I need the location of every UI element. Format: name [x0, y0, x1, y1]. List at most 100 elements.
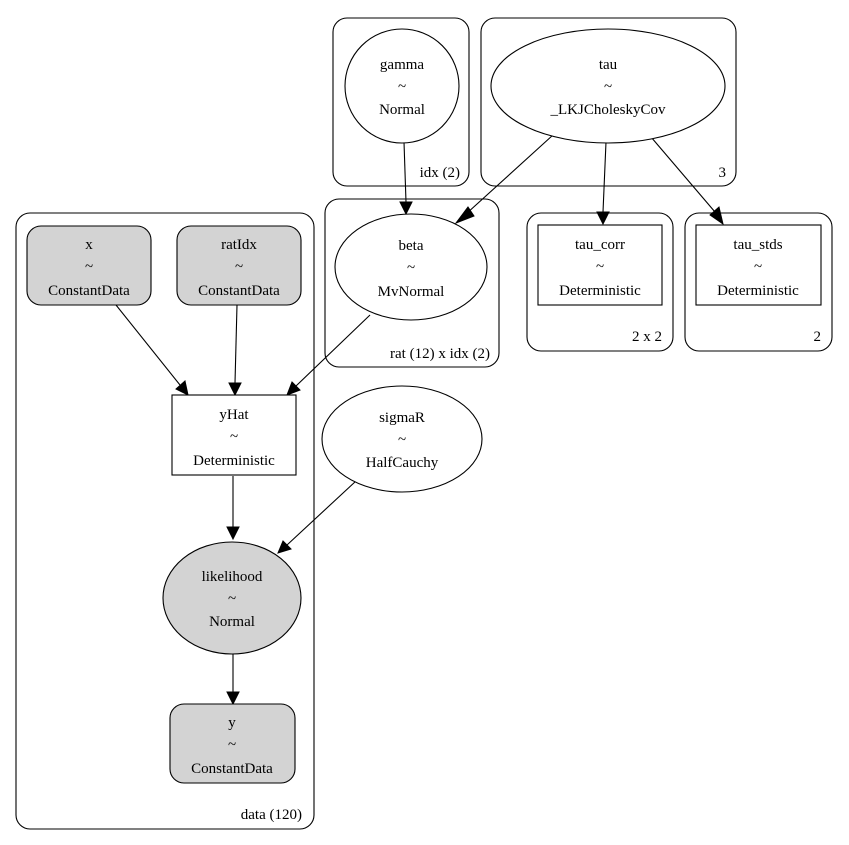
node-tau-dist: _LKJCholeskyCov [549, 102, 666, 118]
node-x-name: x [85, 237, 93, 253]
node-x-tilde: ~ [85, 259, 93, 275]
edge-x-yhat-arrowhead [175, 380, 189, 396]
node-sigmar-tilde: ~ [398, 432, 406, 448]
edge-tau-tau-corr-arrowhead [596, 211, 610, 226]
node-sigmar-dist: HalfCauchy [366, 455, 439, 471]
node-tau-stds-tilde: ~ [754, 259, 762, 275]
edge-sigmar-likelihood-line [286, 480, 357, 546]
node-tau-shape [490, 28, 726, 144]
edge-x-yhat [115, 304, 189, 396]
plate-data-border [15, 212, 315, 830]
node-sigmar-name: sigmaR [379, 410, 425, 426]
plate-idx: idx (2) [332, 17, 470, 187]
edge-gamma-beta [399, 141, 413, 216]
node-gamma-name: gamma [380, 57, 424, 73]
plate-tau-corr-label: 2 x 2 [632, 329, 662, 345]
node-tau-corr-name: tau_corr [575, 237, 625, 253]
node-ratidx[interactable]: ratIdx ~ ConstantData [176, 225, 302, 306]
node-likelihood-name: likelihood [202, 569, 263, 585]
node-y-name: y [228, 715, 236, 731]
node-x-shape [26, 225, 152, 306]
node-tau-corr-tilde: ~ [596, 259, 604, 275]
node-y-dist: ConstantData [191, 761, 273, 777]
plate-tau-stds-border [684, 212, 833, 352]
node-tau-stds-name: tau_stds [733, 237, 782, 253]
node-y-tilde: ~ [228, 737, 236, 753]
node-x-dist: ConstantData [48, 283, 130, 299]
plate-idx-border [332, 17, 470, 187]
edge-tau-beta-arrowhead [454, 206, 475, 225]
node-tau-stds[interactable]: tau_stds ~ Deterministic [695, 224, 822, 306]
plate-data: data (120) [15, 212, 315, 830]
plate-data-label: data (120) [241, 807, 302, 823]
node-y[interactable]: y ~ ConstantData [169, 703, 296, 784]
node-ratidx-tilde: ~ [235, 259, 243, 275]
edges [115, 134, 724, 706]
plate-tau-stds: 2 [684, 212, 833, 352]
node-tau-corr-shape [537, 224, 663, 306]
edge-tau-beta [454, 134, 554, 225]
node-tau-corr-dist: Deterministic [559, 283, 641, 299]
node-beta-name: beta [399, 238, 424, 254]
node-beta[interactable]: beta ~ MvNormal [334, 213, 488, 321]
node-gamma-dist: Normal [379, 102, 425, 118]
node-yhat-shape [171, 394, 297, 476]
edge-gamma-beta-line [403, 141, 407, 203]
node-gamma[interactable]: gamma ~ Normal [344, 28, 460, 144]
node-tau-corr[interactable]: tau_corr ~ Deterministic [537, 224, 663, 306]
plate-tau: 3 [480, 17, 737, 187]
edge-tau-tau-stds-line [650, 136, 716, 213]
plate-tau-stds-label: 2 [814, 329, 822, 345]
edge-gamma-beta-arrowhead [399, 201, 413, 216]
node-beta-tilde: ~ [407, 260, 415, 276]
edge-likelihood-y-arrowhead [226, 691, 240, 706]
node-x[interactable]: x ~ ConstantData [26, 225, 152, 306]
node-tau[interactable]: tau ~ _LKJCholeskyCov [490, 28, 726, 144]
node-ratidx-dist: ConstantData [198, 283, 280, 299]
edge-tau-tau-stds-arrowhead [709, 206, 724, 226]
edge-yhat-likelihood-arrowhead [226, 526, 240, 541]
node-sigmar-shape [321, 385, 483, 493]
edge-tau-beta-line [465, 134, 554, 215]
plate-tau-label: 3 [719, 165, 727, 181]
node-yhat-name: yHat [219, 407, 249, 423]
node-sigmar[interactable]: sigmaR ~ HalfCauchy [321, 385, 483, 493]
edge-ratidx-yhat-arrowhead [228, 382, 242, 397]
edge-beta-yhat-arrowhead [286, 381, 301, 396]
node-beta-dist: MvNormal [378, 284, 445, 300]
node-tau-name: tau [599, 57, 618, 73]
node-beta-shape [334, 213, 488, 321]
node-ratidx-name: ratIdx [221, 237, 257, 253]
node-likelihood-tilde: ~ [228, 591, 236, 607]
edge-beta-yhat [286, 314, 371, 396]
node-likelihood-dist: Normal [209, 614, 255, 630]
node-tau-stds-shape [695, 224, 822, 306]
edge-beta-yhat-line [295, 314, 371, 387]
plate-rat-idx: rat (12) x idx (2) [324, 198, 500, 368]
node-likelihood[interactable]: likelihood ~ Normal [162, 541, 302, 655]
node-y-shape [169, 703, 296, 784]
edge-likelihood-y [226, 654, 240, 706]
node-yhat-tilde: ~ [230, 429, 238, 445]
node-yhat-dist: Deterministic [193, 453, 275, 469]
edge-tau-tau-stds [650, 136, 724, 226]
node-gamma-tilde: ~ [398, 79, 406, 95]
plate-rat-idx-border [324, 198, 500, 368]
plate-rat-idx-label: rat (12) x idx (2) [390, 346, 490, 362]
node-gamma-shape [344, 28, 460, 144]
edge-tau-tau-corr [596, 141, 610, 226]
edge-yhat-likelihood [226, 476, 240, 541]
node-yhat[interactable]: yHat ~ Deterministic [171, 394, 297, 476]
edge-x-yhat-line [115, 304, 181, 386]
plate-idx-label: idx (2) [420, 165, 460, 181]
node-ratidx-shape [176, 225, 302, 306]
node-tau-tilde: ~ [604, 79, 612, 95]
edge-sigmar-likelihood [277, 480, 357, 554]
edge-sigmar-likelihood-arrowhead [277, 540, 292, 554]
node-tau-stds-dist: Deterministic [717, 283, 799, 299]
node-likelihood-shape [162, 541, 302, 655]
edge-tau-tau-corr-line [602, 141, 607, 213]
edge-ratidx-yhat [228, 304, 242, 397]
edge-ratidx-yhat-line [234, 304, 238, 384]
